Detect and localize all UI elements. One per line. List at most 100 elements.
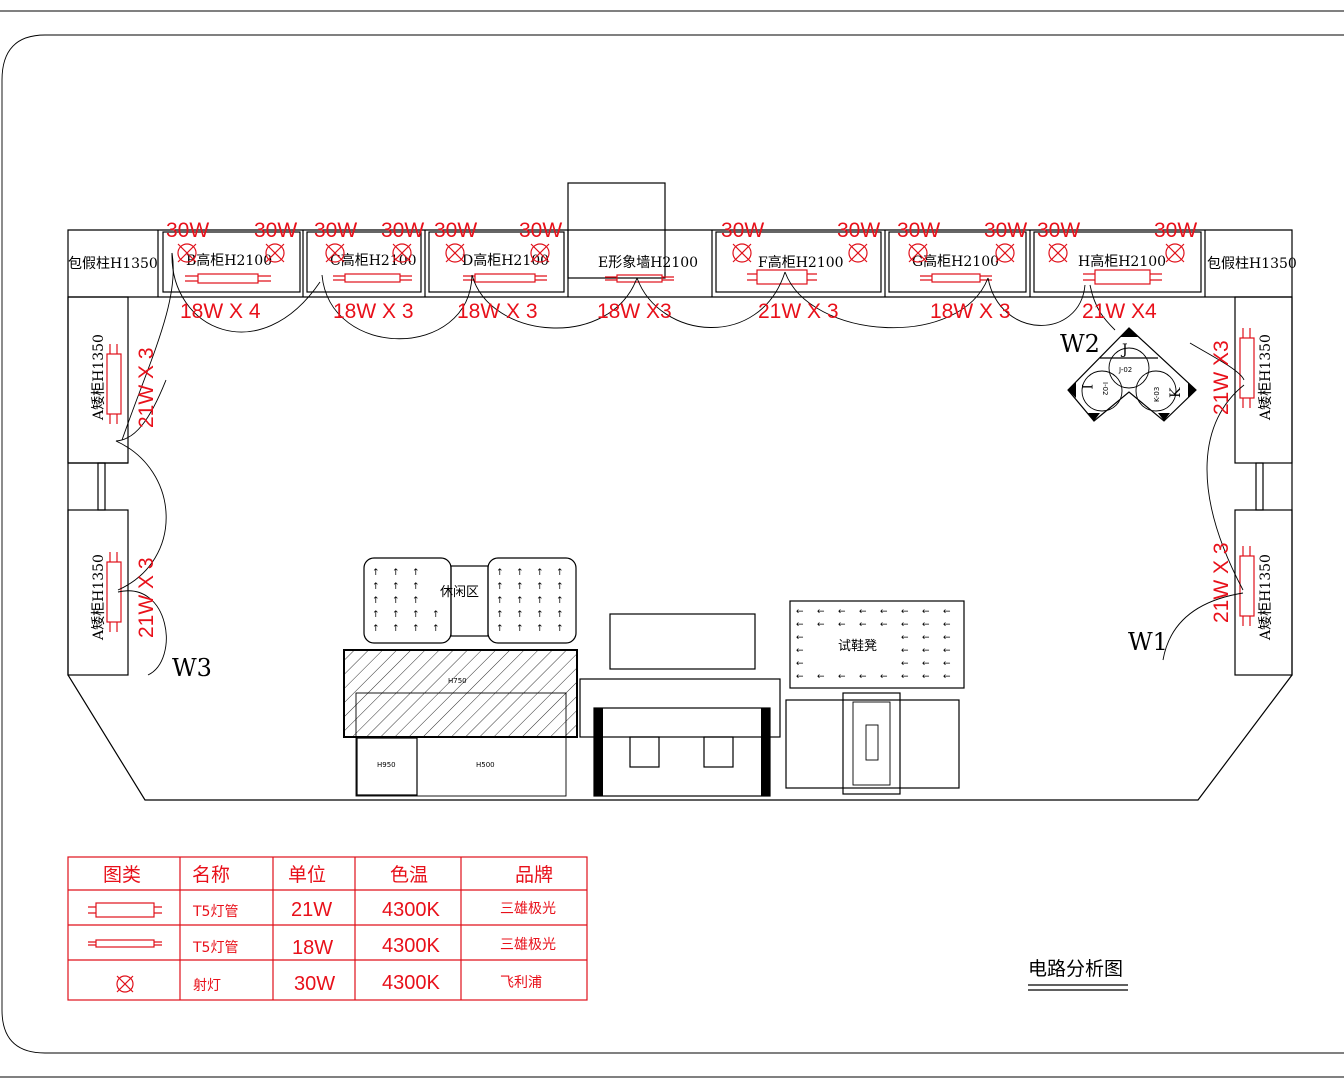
cabinet-label-pillar-right: 包假柱H1350	[1207, 256, 1297, 272]
spotlight: 30W	[984, 219, 1027, 263]
spotlight-wattage: 30W	[837, 219, 880, 242]
cashier-counter: H750 H950 H500	[343, 649, 578, 797]
tube-icon	[747, 269, 817, 285]
pattern-mark: ←	[880, 672, 888, 682]
spotlight-icon	[392, 243, 412, 263]
legend-header-brand: 品牌	[515, 864, 553, 886]
spotlight-wattage: 30W	[381, 219, 424, 242]
pattern-mark: ←	[922, 659, 930, 669]
pattern-mark: ↑	[392, 568, 400, 578]
pattern-mark: ↑	[412, 582, 420, 592]
cabinet-label-a-left-bottom: A矮柜H1350	[91, 554, 107, 641]
spotlight: 30W	[381, 219, 424, 263]
pattern-mark: ↑	[372, 610, 380, 620]
pattern-mark: ↑	[412, 624, 420, 634]
spotlight-icon	[116, 975, 134, 993]
spotlight: 30W	[166, 219, 209, 263]
pattern-mark: ↑	[372, 624, 380, 634]
pattern-mark: ←	[817, 620, 825, 630]
pattern-mark: ←	[901, 646, 909, 656]
pattern-mark: ↑	[556, 610, 564, 620]
tube-group-label-left-top: 21W X 3	[135, 347, 158, 428]
pattern-mark: ↑	[432, 610, 440, 620]
spotlight: 30W	[254, 219, 297, 263]
pattern-mark: ←	[838, 607, 846, 617]
pattern-mark: ←	[880, 607, 888, 617]
pattern-mark: ↑	[556, 582, 564, 592]
display-table	[579, 613, 781, 797]
legend-row-name: T5灯管	[192, 940, 238, 956]
spotlight: 30W	[897, 219, 940, 263]
bench-label: 试鞋凳	[838, 638, 877, 654]
spotlight-icon	[177, 243, 197, 263]
tube-icon	[1239, 546, 1255, 626]
spotlight-wattage: 30W	[1154, 219, 1197, 242]
spotlight-icon	[1165, 243, 1185, 263]
spotlight-icon	[325, 243, 345, 263]
counter-h500-label: H500	[476, 761, 495, 769]
sheet-frame	[0, 10, 1344, 1078]
pattern-mark: ↑	[392, 596, 400, 606]
legend-row-unit: 30W	[294, 973, 335, 995]
unit-j-label: J	[1120, 342, 1128, 358]
tube-icon	[106, 344, 122, 424]
circuit-wiring	[115, 252, 1245, 676]
spotlight: 30W	[721, 219, 764, 263]
pattern-mark: ←	[796, 646, 804, 656]
tube-icon	[1083, 269, 1162, 285]
side-cabinets	[67, 296, 1293, 676]
pattern-mark: ←	[922, 633, 930, 643]
cabinet-label-f: F高柜H2100	[758, 254, 844, 271]
spotlight-icon	[1048, 243, 1068, 263]
pattern-mark: ↑	[536, 624, 544, 634]
tube-group-label-b: 18W X 4	[180, 300, 261, 323]
pattern-mark: ←	[943, 607, 951, 617]
pattern-mark: ↑	[536, 610, 544, 620]
t5-tube-21w-icon	[88, 902, 162, 918]
pattern-mark: ↑	[516, 568, 524, 578]
pattern-mark: ↑	[496, 610, 504, 620]
pattern-mark: ↑	[516, 596, 524, 606]
legend-row-temp: 4300K	[382, 935, 440, 957]
tube-icon	[463, 273, 547, 283]
spotlight-icon	[995, 243, 1015, 263]
pattern-mark: ↑	[496, 568, 504, 578]
legend-header-unit: 单位	[288, 864, 326, 886]
legend-header-name: 名称	[192, 864, 230, 886]
spotlight-icon	[265, 243, 285, 263]
legend-row-unit: 18W	[292, 937, 333, 959]
tube-icon	[106, 552, 122, 632]
spotlight: 30W	[314, 219, 357, 263]
pattern-mark: ←	[901, 633, 909, 643]
pattern-mark: ←	[901, 659, 909, 669]
unit-j-sub: J-02	[1118, 366, 1132, 374]
pattern-mark: ↑	[536, 596, 544, 606]
legend-row-temp: 4300K	[382, 972, 440, 994]
spotlight: 30W	[519, 219, 562, 263]
tube-group-label-e: 18W X3	[597, 300, 672, 323]
legend-table: 图类 名称 单位 色温 品牌 T5灯管 21W 4300K 三雄极光 T5灯管 …	[67, 856, 588, 1001]
pattern-mark: ←	[859, 607, 867, 617]
cabinet-label-a-left-top: A矮柜H1350	[91, 334, 107, 421]
pattern-mark: ←	[796, 672, 804, 682]
legend-header-temp: 色温	[390, 864, 428, 886]
cabinet-label-c: C高柜H2100	[330, 252, 417, 269]
pattern-mark: ←	[901, 620, 909, 630]
tube-group-label-c: 18W X 3	[333, 300, 414, 323]
shoe-bench-area: ←←←←←←←←←←←←←←←←←←←←←←←←←←←←←←←←←←←← 试鞋凳	[785, 600, 965, 795]
display-unit-w2: J J-02 I I-02 K K-03	[1067, 327, 1197, 422]
pattern-mark: ↑	[516, 624, 524, 634]
pattern-mark: ←	[922, 646, 930, 656]
pattern-mark: ↑	[556, 624, 564, 634]
pattern-mark: ←	[880, 620, 888, 630]
pattern-mark: ←	[922, 672, 930, 682]
tube-group-label-f: 21W X 3	[758, 300, 839, 323]
pattern-mark: ↑	[496, 596, 504, 606]
spotlight: 30W	[1037, 219, 1080, 263]
spotlight-wattage: 30W	[434, 219, 477, 242]
drawing-title: 电路分析图	[1028, 958, 1123, 980]
cabinet-label-b: B高柜H2100	[186, 252, 272, 269]
spotlight-icon	[530, 243, 550, 263]
cabinet-label-a-right-top: A矮柜H1350	[1258, 334, 1274, 421]
